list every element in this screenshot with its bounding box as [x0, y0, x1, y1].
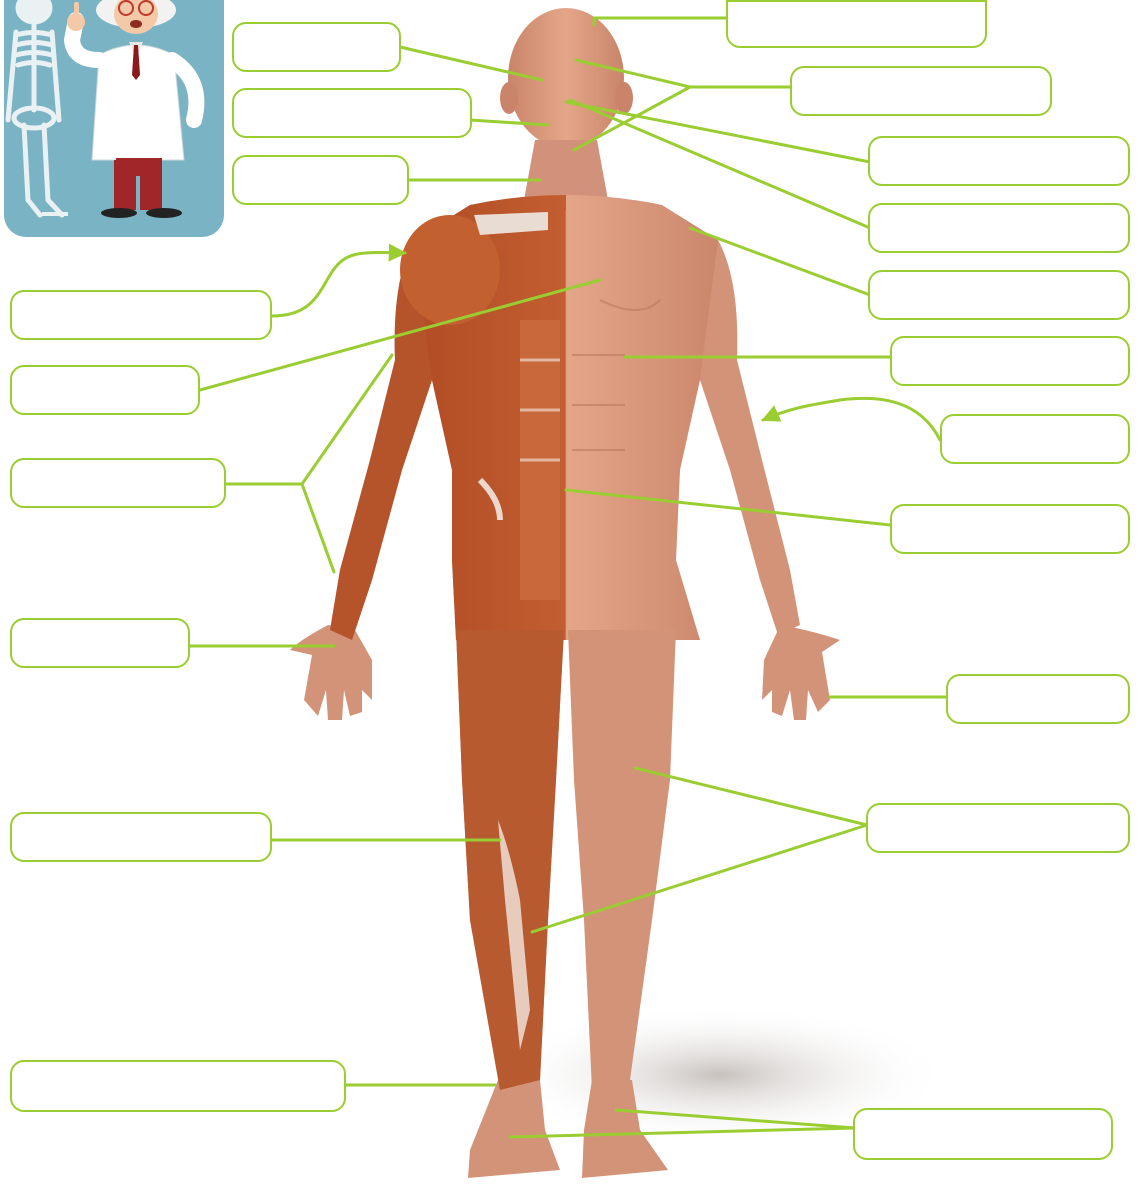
- label-box-ear[interactable]: [868, 203, 1130, 253]
- leader-line-leg-lower: [532, 825, 867, 932]
- leader-line-deltoid: [272, 252, 405, 316]
- leader-line-elbow: [763, 398, 940, 440]
- leader-line-leg-upper: [635, 768, 867, 825]
- label-box-waist[interactable]: [890, 504, 1130, 554]
- leader-line-mouth: [470, 120, 548, 125]
- label-box-thigh[interactable]: [10, 812, 272, 862]
- label-box-hand[interactable]: [10, 618, 190, 668]
- leader-line-face-lower: [574, 87, 690, 150]
- leader-line-eye: [400, 47, 542, 80]
- leader-line-head-top: [594, 18, 726, 25]
- label-box-neck[interactable]: [232, 155, 409, 205]
- label-box-ankle[interactable]: [10, 1060, 346, 1112]
- label-box-leg[interactable]: [866, 803, 1130, 853]
- label-box-chest[interactable]: [10, 365, 200, 415]
- label-box-fingers[interactable]: [946, 674, 1130, 724]
- leader-line-face-upper: [576, 60, 790, 87]
- label-box-nose[interactable]: [868, 136, 1130, 186]
- leader-line-ear: [570, 100, 870, 228]
- leader-line-foot-lower: [510, 1128, 855, 1137]
- label-box-head-top[interactable]: [726, 0, 987, 48]
- leader-line-arm-lower: [302, 484, 334, 572]
- leader-line-arm-upper: [225, 355, 392, 484]
- label-box-abdomen[interactable]: [890, 336, 1130, 386]
- label-box-foot[interactable]: [853, 1108, 1113, 1160]
- label-box-shoulder[interactable]: [868, 270, 1130, 320]
- leader-line-shoulder: [690, 228, 870, 295]
- label-box-eye[interactable]: [232, 22, 401, 72]
- label-box-deltoid[interactable]: [10, 290, 272, 340]
- label-box-arm[interactable]: [10, 458, 226, 508]
- leader-line-waist: [566, 490, 890, 525]
- label-box-elbow[interactable]: [940, 414, 1130, 464]
- leader-line-foot-upper: [616, 1110, 855, 1128]
- label-box-face[interactable]: [790, 66, 1052, 116]
- label-box-mouth[interactable]: [232, 88, 472, 138]
